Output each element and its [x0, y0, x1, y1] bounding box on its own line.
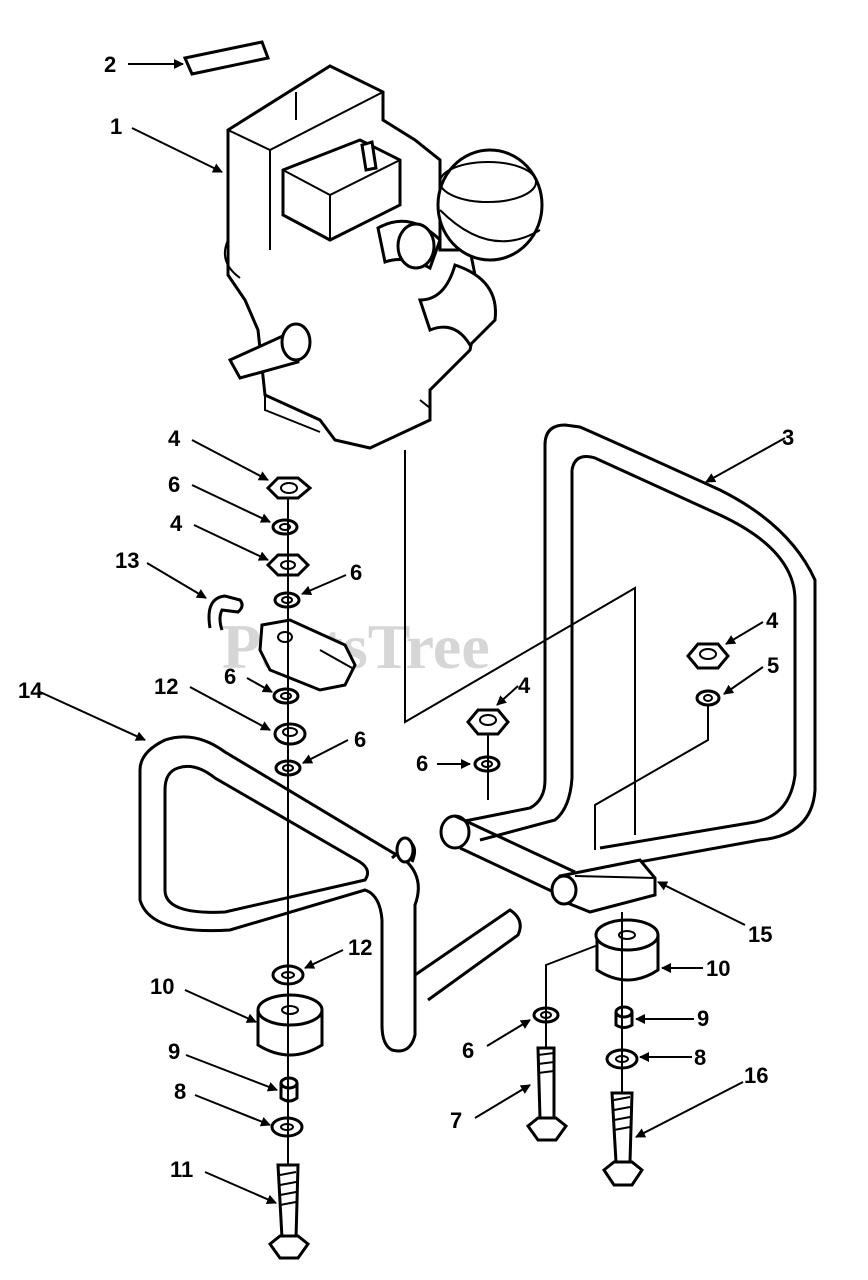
callout-16: 16 — [744, 1063, 768, 1088]
callout-12-top: 12 — [154, 674, 178, 699]
callout-4-second: 4 — [170, 511, 183, 536]
callout-1: 1 — [110, 114, 122, 139]
callout-6-fourth: 6 — [354, 727, 366, 752]
callout-9-left: 9 — [168, 1039, 180, 1064]
callout-5: 5 — [767, 653, 779, 678]
callout-10-left: 10 — [150, 974, 174, 999]
callout-12-bottom: 12 — [348, 935, 372, 960]
callout-6-top: 6 — [168, 472, 180, 497]
right-hardware-stack — [686, 642, 730, 707]
leader-arrows — [39, 59, 786, 1204]
bracket-part — [550, 858, 657, 914]
assembly-lines — [287, 450, 709, 1165]
callout-6-second: 6 — [350, 560, 362, 585]
center-hardware-stack — [466, 708, 510, 773]
engine-part — [224, 64, 544, 450]
clip-part — [207, 594, 244, 631]
callout-8-right: 8 — [694, 1045, 706, 1070]
decal-part — [182, 40, 271, 76]
callout-9-right: 9 — [697, 1006, 709, 1031]
callout-13: 13 — [115, 548, 139, 573]
callout-labels: 2 1 3 4 6 4 6 13 6 12 6 14 4 5 4 6 15 12… — [18, 52, 794, 1182]
callout-8-left: 8 — [174, 1079, 186, 1104]
callout-7: 7 — [450, 1108, 462, 1133]
callout-6-center: 6 — [416, 751, 428, 776]
callout-3: 3 — [782, 425, 794, 450]
left-lower-hardware — [256, 964, 324, 1260]
callout-10-right: 10 — [706, 956, 730, 981]
callout-2: 2 — [104, 52, 116, 77]
right-frame-part — [439, 423, 817, 897]
callout-14: 14 — [18, 678, 43, 703]
callout-6-third: 6 — [224, 664, 236, 689]
callout-11: 11 — [170, 1157, 193, 1182]
callout-4-right: 4 — [766, 608, 779, 633]
right-lower-hardware — [525, 918, 660, 1187]
callout-6-lower: 6 — [462, 1038, 474, 1063]
left-frame-part — [138, 735, 522, 1053]
callout-4-top: 4 — [168, 426, 181, 451]
callout-15: 15 — [748, 922, 772, 947]
callout-4-center: 4 — [518, 673, 531, 698]
